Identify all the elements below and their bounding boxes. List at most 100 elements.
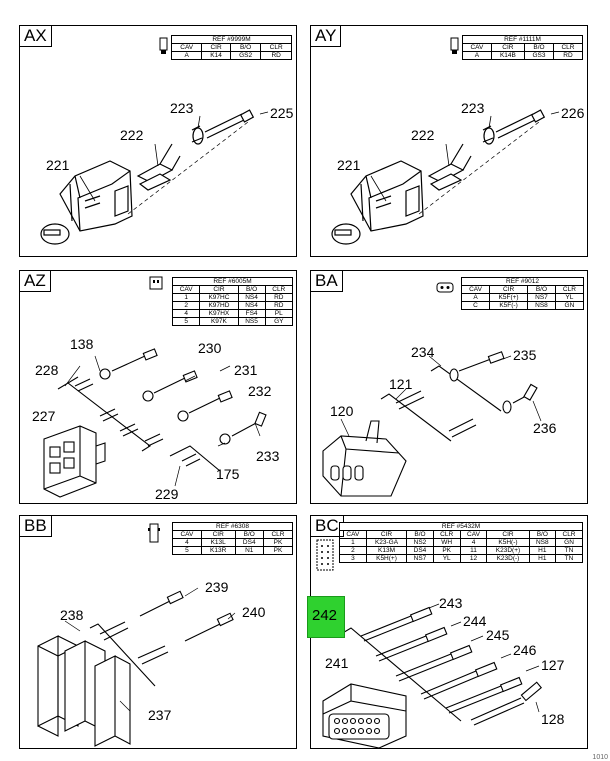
callout-127: 127 — [541, 657, 565, 673]
connector-face-icon — [159, 37, 168, 54]
table-row: A K14 GS2 RD — [170, 51, 292, 60]
circuit-table: REF #9999M CAV CIR B/O CLR A K14 GS2 RD — [170, 35, 292, 60]
callout-231: 231 — [234, 362, 258, 378]
callout-227: 227 — [32, 408, 56, 424]
callout-229: 229 — [155, 486, 179, 502]
highlighted-callout[interactable] — [307, 596, 345, 638]
callout-242[interactable]: 242 — [312, 607, 338, 624]
header-bo: B/O — [237, 285, 266, 294]
header-clr: CLR — [264, 285, 294, 294]
connector-illustration — [37, 523, 236, 747]
callout-240: 240 — [242, 604, 266, 620]
connector-illustration — [43, 276, 267, 498]
callout-225: 225 — [270, 105, 294, 121]
header-cir: CIR — [490, 43, 525, 52]
header-clr: CLR — [260, 43, 292, 52]
header-bo: B/O — [523, 43, 554, 52]
header-clr: CLR — [432, 530, 461, 539]
callout-239: 239 — [205, 579, 229, 595]
panel-tag: AY — [311, 26, 342, 47]
panel-tag: AZ — [20, 271, 51, 292]
callout-226: 226 — [561, 105, 585, 121]
table-title: REF #6308 — [172, 522, 293, 531]
callout-221: 221 — [337, 157, 361, 173]
header-cir: CIR — [486, 530, 530, 539]
callout-222: 222 — [411, 127, 435, 143]
circuit-table: REF #1111M CAV CIR B/O CLR A K14B GS3 RD — [462, 35, 584, 60]
header-cir: CIR — [201, 43, 231, 52]
callout-175: 175 — [216, 466, 240, 482]
header-bo: B/O — [406, 530, 434, 539]
header-cav: CAV — [460, 285, 491, 294]
header-cav: CAV — [339, 530, 367, 539]
connector-illustration — [331, 37, 560, 245]
callout-232: 232 — [248, 383, 272, 399]
table-title: REF #1111M — [462, 35, 583, 44]
callout-128: 128 — [541, 711, 565, 727]
panel-tag: BA — [311, 271, 343, 292]
panel-tag: BB — [20, 516, 52, 537]
header-cir: CIR — [489, 285, 529, 294]
header-bo: B/O — [527, 285, 556, 294]
table-row: A K14B GS3 RD — [462, 51, 584, 60]
header-cav: CAV — [459, 530, 488, 539]
header-cav: CAV — [172, 530, 202, 539]
callout-235: 235 — [513, 347, 537, 363]
panel-bc: BC — [307, 515, 588, 749]
header-cir: CIR — [200, 530, 236, 539]
panel-ay: AY 221 222 223 226 REF #1111M CAV — [310, 25, 588, 257]
callout-221: 221 — [46, 157, 70, 173]
callout-223: 223 — [170, 100, 194, 116]
header-bo: B/O — [229, 43, 262, 52]
callout-222: 222 — [120, 127, 144, 143]
callout-245: 245 — [486, 627, 510, 643]
callout-228: 228 — [35, 362, 59, 378]
panel-bb: BB 239 238 240 237 REF #6308 — [19, 515, 297, 749]
table-title: REF #9999M — [171, 35, 292, 44]
callout-223: 223 — [461, 100, 485, 116]
header-clr: CLR — [554, 285, 585, 294]
callout-244: 244 — [463, 613, 487, 629]
header-bo: B/O — [528, 530, 557, 539]
header-cir: CIR — [365, 530, 408, 539]
table-title: REF #6005M — [172, 277, 293, 286]
callout-121: 121 — [389, 376, 413, 392]
panel-ax: AX 221 222 223 225 — [19, 25, 297, 257]
table-title: REF #9012 — [461, 277, 584, 286]
header-cir: CIR — [199, 285, 239, 294]
panel-ba: BA 234 235 121 120 236 R — [310, 270, 588, 504]
connector-illustration — [322, 282, 542, 497]
header-clr: CLR — [555, 530, 583, 539]
header-cav: CAV — [170, 43, 203, 52]
callout-237: 237 — [148, 707, 172, 723]
header-cav: CAV — [462, 43, 492, 52]
panel-tag: AX — [20, 26, 52, 47]
callout-120: 120 — [330, 403, 354, 419]
callout-243: 243 — [439, 595, 463, 611]
callout-236: 236 — [533, 420, 557, 436]
callout-233: 233 — [256, 448, 280, 464]
callout-246: 246 — [513, 642, 537, 658]
page-footer: 1010 — [592, 754, 608, 761]
header-clr: CLR — [552, 43, 584, 52]
connector-illustration — [40, 109, 269, 245]
header-cav: CAV — [171, 285, 201, 294]
table-title: REF #5432M — [339, 522, 583, 531]
header-bo: B/O — [234, 530, 264, 539]
header-clr: CLR — [262, 530, 294, 539]
circuit-table: REF #5432M CAV CIR B/O CLR CAV CIR B/O C… — [339, 522, 583, 563]
callout-138: 138 — [70, 336, 94, 352]
